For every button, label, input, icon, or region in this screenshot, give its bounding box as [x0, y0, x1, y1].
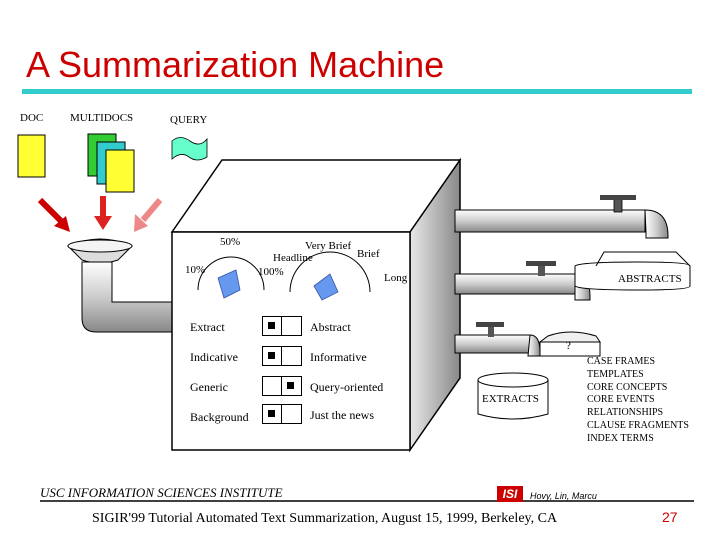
background-news-switch[interactable] — [262, 404, 302, 424]
switch-background-label: Background — [190, 410, 249, 424]
footer-authors: Hovy, Lin, Marcu — [530, 491, 597, 501]
output-pipe-low — [454, 334, 531, 354]
input-pipe — [81, 261, 173, 333]
knob-2-label-brief: Brief — [357, 248, 380, 260]
output-types-list: CASE FRAMES TEMPLATES CORE CONCEPTS CORE… — [587, 356, 689, 446]
knob-1-label-left: 10% — [185, 264, 206, 276]
list-item: CORE EVENTS — [587, 394, 655, 406]
knob-2-label-headline: Headline — [273, 252, 313, 264]
switch-dot-right — [287, 382, 294, 389]
switch-dot-left — [268, 322, 275, 329]
page-number: 27 — [662, 509, 678, 525]
abstracts-label: ABSTRACTS — [618, 273, 682, 285]
list-item: CASE FRAMES — [587, 356, 656, 367]
title-rule — [22, 89, 692, 94]
list-item: INDEX TERMS — [587, 432, 654, 444]
knob-2-label-long: Long — [384, 272, 408, 284]
query-flag — [171, 137, 208, 161]
knob-2-arc — [289, 251, 371, 293]
doc-label: DOC — [20, 112, 44, 124]
knob-1-label-right: 100% — [258, 266, 284, 278]
list-item: TEMPLATES — [587, 368, 644, 380]
doc-sheet — [17, 134, 46, 178]
list-item: CORE CONCEPTS — [587, 381, 668, 393]
switch-dot-left — [268, 352, 275, 359]
multidoc-sheet-front — [105, 149, 135, 193]
multidocs-label: MULTIDOCS — [70, 112, 134, 124]
knob-2-label-very-brief: Very Brief — [305, 240, 352, 252]
knob-1-pointer — [217, 269, 241, 299]
switch-query-oriented-label: Query-oriented — [310, 380, 384, 394]
knob-2-pointer — [313, 273, 339, 301]
switch-dot-left — [268, 410, 275, 417]
footer-citation: SIGIR'99 Tutorial Automated Text Summari… — [92, 511, 558, 526]
query-label: QUERY — [170, 114, 208, 126]
multidocs-arrow — [94, 196, 112, 230]
doc-arrow — [37, 197, 70, 232]
list-item: CLAUSE FRAGMENTS — [587, 419, 689, 431]
extracts-cylinder — [477, 379, 549, 420]
knob-1-arc — [197, 256, 265, 291]
output-pipe-mid — [454, 273, 576, 295]
isi-logo: ISI — [497, 486, 523, 502]
switch-extract-label: Extract — [190, 320, 225, 334]
output-pipe-top — [454, 209, 646, 233]
knob-1-label-top: 50% — [220, 236, 241, 248]
abstracts-container — [574, 261, 691, 291]
generic-query-switch[interactable] — [262, 376, 302, 396]
list-item: RELATIONSHIPS — [587, 407, 664, 419]
unknown-output-label: ? — [566, 340, 571, 352]
switch-indicative-label: Indicative — [190, 350, 238, 364]
extract-abstract-switch[interactable] — [262, 316, 302, 336]
switch-abstract-label: Abstract — [310, 320, 351, 334]
indicative-informative-switch[interactable] — [262, 346, 302, 366]
footer-org: USC INFORMATION SCIENCES INSTITUTE — [40, 485, 283, 500]
extracts-label: EXTRACTS — [482, 393, 539, 405]
page-title: A Summarization Machine — [26, 44, 445, 85]
query-arrow — [134, 198, 163, 232]
switch-generic-label: Generic — [190, 380, 228, 394]
switch-just-the-news-label: Just the news — [310, 408, 374, 422]
switch-informative-label: Informative — [310, 350, 367, 364]
